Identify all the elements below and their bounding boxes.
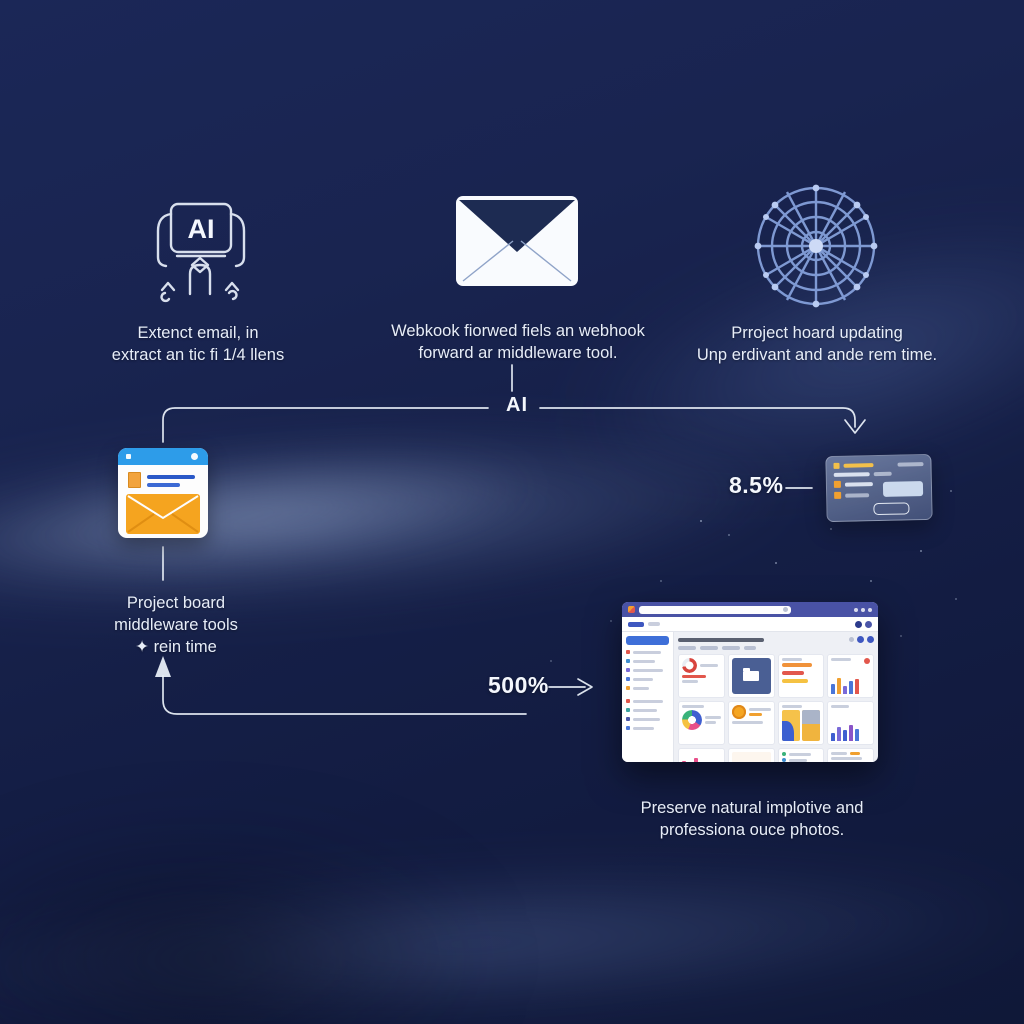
- connector-ai-to-email: [162, 407, 489, 443]
- app-header: [622, 617, 878, 632]
- widget-area-chart: [777, 701, 825, 745]
- flow-ai-label: AI: [506, 394, 528, 416]
- toolbar-icon: [868, 607, 872, 612]
- widget-columns-pink: [678, 748, 725, 762]
- widget-summary: [827, 748, 874, 762]
- column-chart: [831, 723, 870, 741]
- avatar: [857, 636, 864, 643]
- envelope-icon: [456, 196, 578, 286]
- donut-chart: [682, 658, 697, 673]
- brand-bar: [628, 621, 644, 627]
- arrowhead-down: [844, 419, 866, 434]
- column-chart: [682, 757, 721, 762]
- connector-loop: [162, 675, 527, 715]
- column-chart: [831, 676, 870, 694]
- sidebar-item: [626, 686, 669, 690]
- caption-extract: Extenct email, in extract an tic fi 1/4 …: [111, 324, 285, 364]
- search-icon: [783, 607, 788, 612]
- widget-orange-circle: [727, 701, 775, 745]
- pill-button: [873, 502, 910, 516]
- sidebar-active-item: [626, 636, 669, 645]
- bullet-icon: [833, 480, 841, 488]
- background-wave: [413, 113, 1024, 647]
- sidebar-item: [626, 650, 669, 654]
- widget-orange-bars: [777, 654, 825, 698]
- arrowhead-right: [577, 678, 593, 696]
- subject-line-bar: [147, 475, 195, 479]
- filter-chips: [678, 646, 874, 650]
- orange-envelope-icon: [126, 494, 200, 534]
- rate-stat: 8.5%: [729, 472, 784, 498]
- toolbar-icon: [861, 607, 865, 612]
- sidebar-item: [626, 726, 669, 730]
- sidebar-item: [626, 659, 669, 663]
- browser-toolbar: [622, 602, 878, 617]
- arrowhead-up: [155, 656, 171, 677]
- sidebar-item: [626, 717, 669, 721]
- circle-icon: [731, 705, 746, 719]
- bullet-icon: [833, 462, 840, 469]
- widget-folder: [727, 654, 775, 698]
- pie-chart: [682, 710, 702, 730]
- notification-dot: [864, 658, 870, 664]
- avatar: [865, 620, 872, 628]
- email-widget-header: [118, 448, 208, 465]
- area-chart: [731, 752, 771, 762]
- caption-dashboard: Preserve natural implotive and professio…: [640, 799, 864, 839]
- sidebar-item: [626, 677, 669, 681]
- sidebar-item: [626, 668, 669, 672]
- folder-icon: [743, 668, 760, 681]
- caption-board-update: Prroject hoard updating Unp erdivant and…: [696, 324, 938, 364]
- widget-columns-blue: [827, 701, 874, 745]
- area-chart: [781, 710, 821, 741]
- network-nodes: [754, 184, 878, 308]
- connector-ai-to-card: [539, 407, 856, 428]
- sidebar-item: [626, 708, 669, 712]
- subject-line-bar: [147, 483, 180, 487]
- widget-bar-chart: [827, 654, 874, 698]
- widget-donut-red: [678, 654, 725, 698]
- avatar: [855, 620, 862, 628]
- stats-card: [825, 453, 933, 523]
- attachment-icon: [128, 472, 141, 488]
- page-title-bar: [678, 637, 764, 642]
- dashboard-main: [674, 632, 878, 762]
- widget-task-list: [777, 748, 825, 762]
- caption-webhook: Webkook fiorwed fiels an webhook forward…: [391, 322, 645, 362]
- widget-pie: [678, 701, 725, 745]
- app-logo-icon: [628, 606, 635, 613]
- ai-chip-label: AI: [188, 214, 215, 244]
- header-icon: [849, 637, 854, 642]
- ai-chip-icon: AI: [156, 202, 246, 303]
- dashboard-window: [622, 602, 878, 762]
- background-wave: [0, 392, 706, 622]
- input-panel: [882, 481, 924, 497]
- widget-area-orange: [727, 748, 775, 762]
- dashboard-sidebar: [622, 632, 674, 762]
- search-bar: [639, 605, 791, 614]
- email-client-icon: [118, 448, 208, 538]
- sidebar-item: [626, 699, 669, 703]
- background-wave: [0, 744, 620, 1024]
- bullet-icon: [834, 491, 842, 499]
- avatar: [867, 636, 874, 643]
- card-grid: [678, 654, 874, 762]
- network-globe-icon: [754, 184, 878, 308]
- toolbar-icon: [854, 607, 858, 612]
- sparkle-dust: [700, 520, 702, 522]
- growth-stat: 500%: [488, 672, 549, 698]
- caption-email-widget: Project board middleware tools ✦ rein ti…: [114, 594, 238, 656]
